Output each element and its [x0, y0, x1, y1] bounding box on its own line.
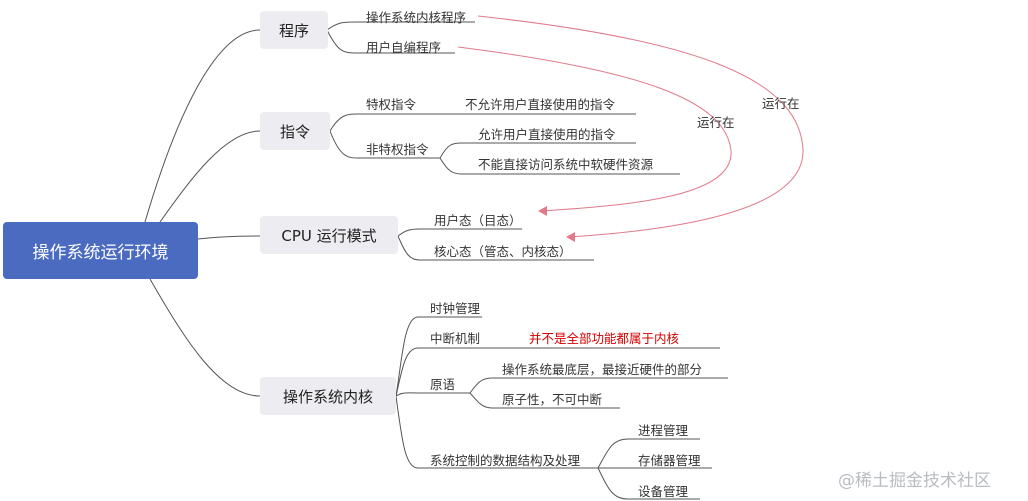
relation-arrowhead-1: [566, 232, 575, 242]
relation-label-user[interactable]: 运行在: [697, 115, 735, 130]
branch-cpu-mode[interactable]: CPU 运行模式: [260, 216, 398, 254]
connector-sysdata-child1: [597, 438, 700, 469]
node-interrupt-note[interactable]: 并不是全部功能都属于内核: [529, 331, 680, 346]
relation-arrow-kernel-program: [477, 15, 804, 238]
connector-primitive-child2: [469, 392, 620, 409]
root-node[interactable]: 操作系统运行环境: [3, 222, 198, 279]
branch-kernel[interactable]: 操作系统内核: [260, 377, 396, 415]
connector-cpu-child2: [397, 235, 594, 261]
node-interrupt[interactable]: 中断机制: [430, 331, 481, 346]
node-process-mgmt[interactable]: 进程管理: [638, 423, 689, 438]
node-memory-mgmt[interactable]: 存储器管理: [638, 453, 701, 468]
node-primitive-child1[interactable]: 操作系统最底层，最接近硬件的部分: [502, 362, 703, 377]
connector-nonprivileged-child2: [439, 157, 680, 175]
connector-root-instruction: [159, 130, 261, 223]
node-user-mode[interactable]: 用户态（目态）: [434, 213, 522, 228]
node-kernel-program[interactable]: 操作系统内核程序: [366, 10, 467, 25]
connector-primitive-child1: [469, 377, 728, 394]
node-primitive[interactable]: 原语: [430, 377, 456, 392]
connector-program-child1: [326, 21, 475, 31]
relation-label-kernel[interactable]: 运行在: [762, 96, 800, 111]
connector-root-cpu: [197, 235, 261, 240]
node-primitive-child2[interactable]: 原子性，不可中断: [502, 392, 603, 407]
node-nonprivileged-child2[interactable]: 不能直接访问系统中软硬件资源: [478, 157, 654, 172]
node-device-mgmt[interactable]: 设备管理: [638, 484, 689, 499]
connector-sysdata-child3: [597, 467, 700, 500]
connector-kernel-primitive: [395, 392, 470, 397]
connector-kernel-interrupt: [395, 347, 720, 397]
connector-instruction-privileged: [329, 113, 432, 132]
node-nonprivileged[interactable]: 非特权指令: [366, 142, 429, 157]
connector-program-child2: [326, 29, 455, 54]
connector-root-program: [144, 29, 261, 223]
connector-kernel-clock: [395, 316, 482, 397]
branch-program[interactable]: 程序: [260, 11, 328, 49]
relation-arrowhead-2: [538, 206, 547, 216]
connector-kernel-sysdata: [395, 395, 598, 469]
connector-root-kernel: [149, 278, 261, 397]
node-system-data[interactable]: 系统控制的数据结构及处理: [430, 453, 581, 468]
node-privileged-child[interactable]: 不允许用户直接使用的指令: [465, 97, 616, 112]
node-kernel-mode[interactable]: 核心态（管态、内核态）: [434, 244, 572, 259]
relation-arrow-user-program: [457, 46, 732, 212]
watermark: @稀土掘金技术社区: [838, 471, 991, 491]
node-clock[interactable]: 时钟管理: [430, 301, 481, 316]
node-privileged[interactable]: 特权指令: [366, 97, 417, 112]
connector-cpu-child1: [397, 228, 522, 237]
connector-instruction-nonprivileged: [329, 130, 440, 159]
node-nonprivileged-child1[interactable]: 允许用户直接使用的指令: [478, 127, 616, 142]
node-user-program[interactable]: 用户自编程序: [366, 40, 442, 55]
connector-nonprivileged-child1: [439, 142, 636, 159]
branch-instruction[interactable]: 指令: [260, 112, 330, 150]
